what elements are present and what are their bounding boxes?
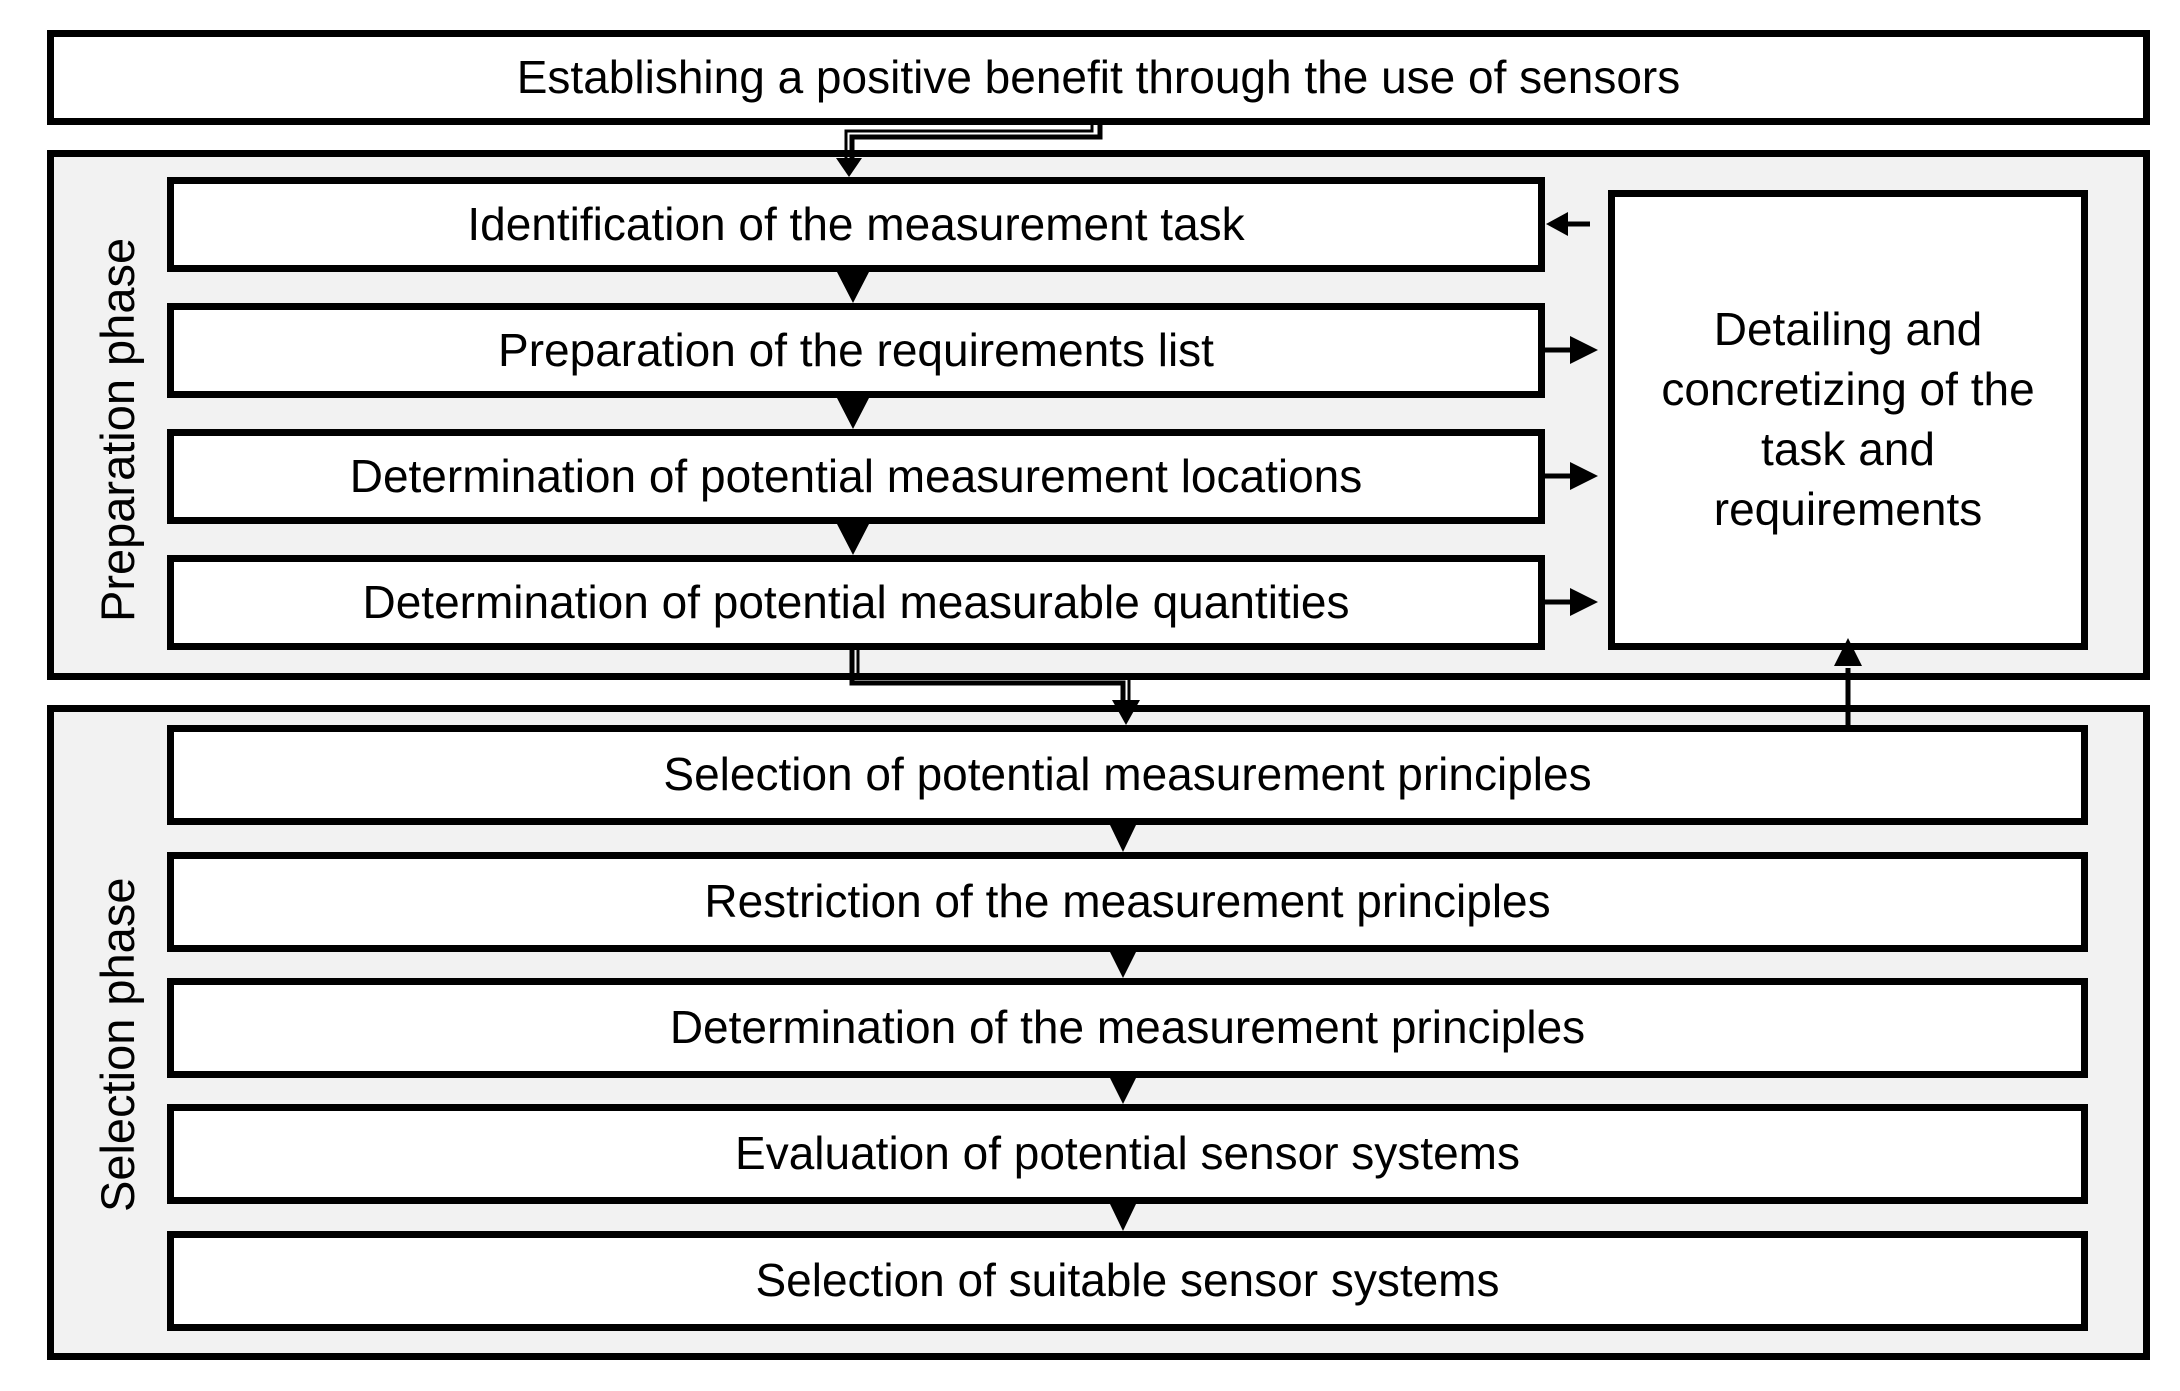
- detail-label: Detailing and concretizing of the task a…: [1661, 303, 2035, 535]
- prep-step-1-label: Identification of the measurement task: [467, 197, 1245, 250]
- prep-step-3: Determination of potential measurement l…: [167, 429, 1545, 524]
- prep-step-4: Determination of potential measurable qu…: [167, 555, 1545, 650]
- sel-step-4-label: Evaluation of potential sensor systems: [735, 1127, 1520, 1180]
- preparation-phase-label: Preparation phase: [91, 237, 144, 622]
- prep-step-2-label: Preparation of the requirements list: [498, 323, 1214, 376]
- prep-step-1: Identification of the measurement task: [167, 177, 1545, 272]
- detail-box: Detailing and concretizing of the task a…: [1608, 190, 2088, 650]
- selection-phase-label: Selection phase: [91, 877, 144, 1212]
- sel-step-1-label: Selection of potential measurement princ…: [663, 748, 1592, 801]
- top-goal-box: Establishing a positive benefit through …: [47, 30, 2150, 125]
- prep-step-2: Preparation of the requirements list: [167, 303, 1545, 398]
- sel-step-3-label: Determination of the measurement princip…: [669, 1001, 1586, 1054]
- prep-step-4-label: Determination of potential measurable qu…: [362, 575, 1350, 628]
- sel-step-3: Determination of the measurement princip…: [167, 978, 2088, 1078]
- sel-step-2: Restriction of the measurement principle…: [167, 852, 2088, 952]
- prep-step-3-label: Determination of potential measurement l…: [349, 449, 1363, 502]
- sel-step-5: Selection of suitable sensor systems: [167, 1231, 2088, 1331]
- sel-step-2-label: Restriction of the measurement principle…: [704, 875, 1551, 928]
- sel-step-1: Selection of potential measurement princ…: [167, 725, 2088, 825]
- sel-step-5-label: Selection of suitable sensor systems: [755, 1254, 1500, 1307]
- sel-step-4: Evaluation of potential sensor systems: [167, 1104, 2088, 1204]
- top-goal-label: Establishing a positive benefit through …: [516, 50, 1681, 103]
